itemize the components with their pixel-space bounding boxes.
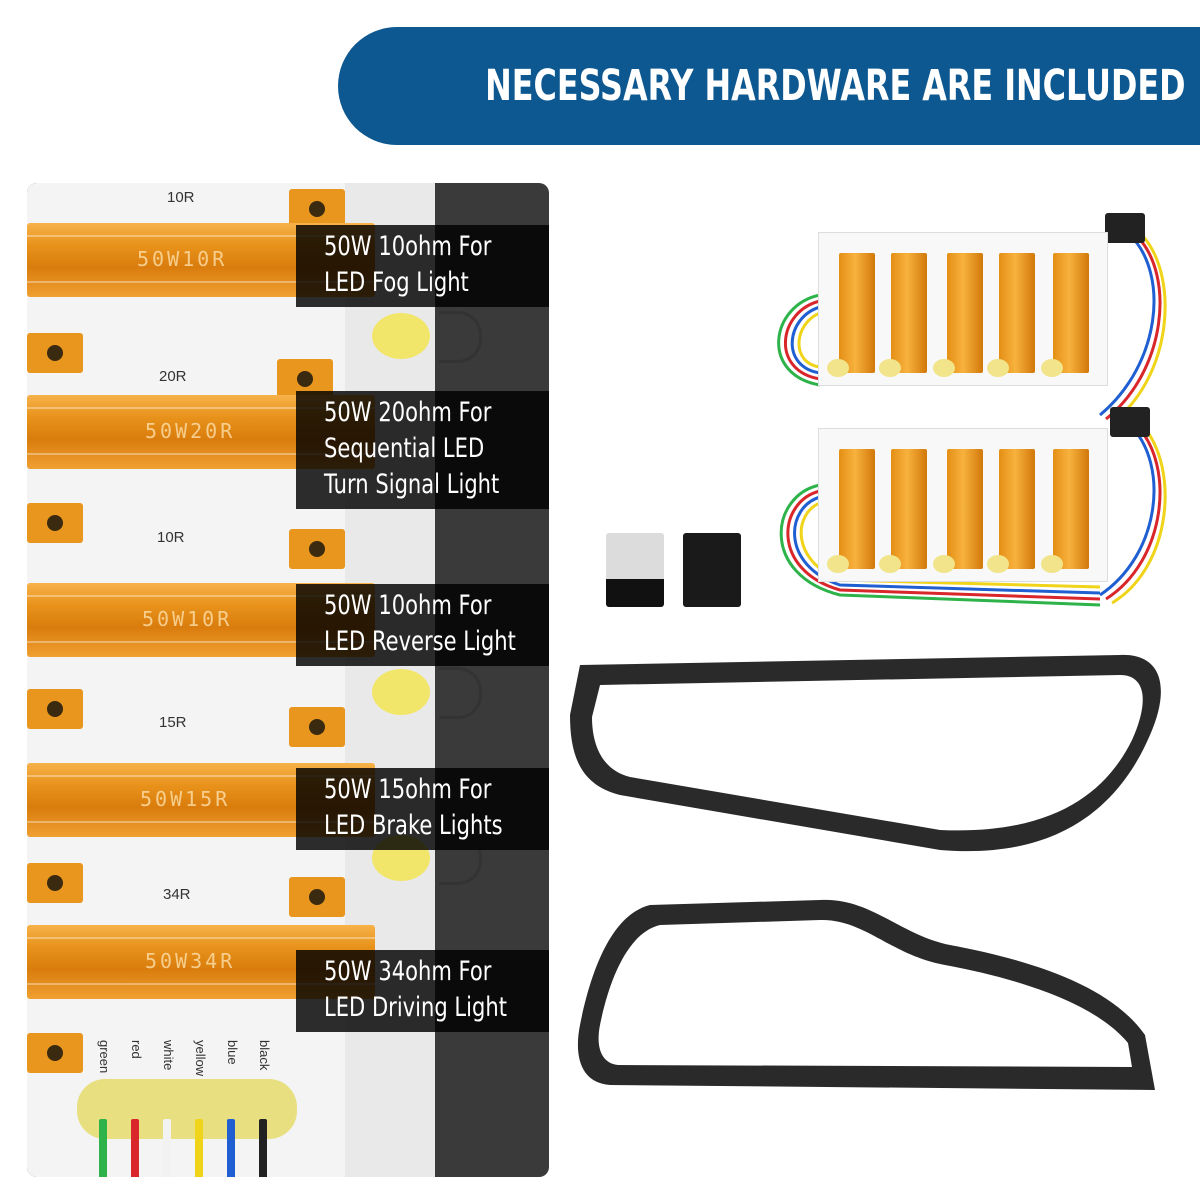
wire-green [99,1119,107,1177]
mounting-tab [27,689,83,729]
mounting-tab [27,333,83,373]
mini-resistor [947,253,983,373]
wire-label-yellow: yellow [193,1040,208,1077]
board-label: 15R [159,714,187,731]
resistor-module-bottom [818,428,1108,582]
mounting-tab [289,877,345,917]
gasket-upper [570,654,1161,852]
resistor-module-top [818,232,1108,386]
wire-black [259,1119,267,1177]
wire-white [163,1119,171,1177]
mini-resistor [891,449,927,569]
mini-resistor [839,253,875,373]
caption-line: 50W 15ohm For [324,774,492,805]
caption-reverse-light: 50W 10ohm For LED Reverse Light [296,584,549,666]
caption-line: 50W 10ohm For [324,590,492,621]
wire-label-black: black [257,1040,272,1071]
wire-label-red: red [129,1040,144,1059]
solder-blob [879,359,901,377]
header-banner: NECESSARY HARDWARE ARE INCLUDED [338,27,1200,145]
wire-yellow [195,1119,203,1177]
mounting-tab [289,529,345,569]
resistor-photo-panel: 10R 50W10R 20R 50W20R 10R 50W10R 15R 50W… [27,183,549,1177]
caption-line: LED Reverse Light [324,626,516,657]
mini-resistor [1053,253,1089,373]
board-label: 10R [167,189,195,206]
mounting-tab [27,863,83,903]
resistor-lead [439,667,482,719]
mini-resistor [1053,449,1089,569]
solder-blob [933,555,955,573]
wire-label-green: green [97,1040,112,1074]
resistor-engraving: 50W34R [145,949,236,973]
caption-line: Turn Signal Light [324,469,500,500]
wire-label-blue: blue [225,1040,240,1065]
resistor-engraving: 50W10R [142,607,233,631]
adhesive-pad-black [683,533,741,607]
mounting-tab [27,1033,83,1073]
solder-blob [933,359,955,377]
solder-blob [987,359,1009,377]
gasket-lower [577,899,1155,1090]
solder-blob [372,313,430,359]
caption-brake-lights: 50W 15ohm For LED Brake Lights [296,768,549,850]
caption-line: LED Fog Light [324,267,469,298]
caption-line: 50W 20ohm For [324,397,492,428]
caption-line: 50W 34ohm For [324,956,492,987]
mounting-tab [289,707,345,747]
caption-line: 50W 10ohm For [324,231,492,262]
mini-resistor [999,449,1035,569]
wire-red [131,1119,139,1177]
caption-fog-light: 50W 10ohm For LED Fog Light [296,225,549,307]
mini-resistor [891,253,927,373]
board-label: 20R [159,368,187,385]
mounting-tab [27,503,83,543]
caption-line: Sequential LED [324,433,485,464]
adhesive-pad-white [606,533,664,607]
solder-blob [1041,359,1063,377]
header-title: NECESSARY HARDWARE ARE INCLUDED [485,61,1186,111]
resistor-lead [439,311,482,363]
solder-blob [827,555,849,573]
board-label: 10R [157,529,185,546]
caption-line: LED Driving Light [324,992,507,1023]
solder-blob [827,359,849,377]
resistor-engraving: 50W10R [137,247,228,271]
mini-resistor [839,449,875,569]
mounting-tab [289,189,345,229]
solder-blob [987,555,1009,573]
wire-label-white: white [161,1040,176,1071]
mini-resistor [947,449,983,569]
caption-driving-light: 50W 34ohm For LED Driving Light [296,950,549,1032]
resistor-34r: 50W34R [27,925,375,999]
caption-line: LED Brake Lights [324,810,503,841]
mini-resistor [999,253,1035,373]
resistor-engraving: 50W20R [145,419,236,443]
solder-blob [372,669,430,715]
solder-blob [879,555,901,573]
solder-blob [1041,555,1063,573]
board-label: 34R [163,886,191,903]
wire-blue [227,1119,235,1177]
caption-turn-signal: 50W 20ohm For Sequential LED Turn Signal… [296,391,549,509]
resistor-engraving: 50W15R [140,787,231,811]
